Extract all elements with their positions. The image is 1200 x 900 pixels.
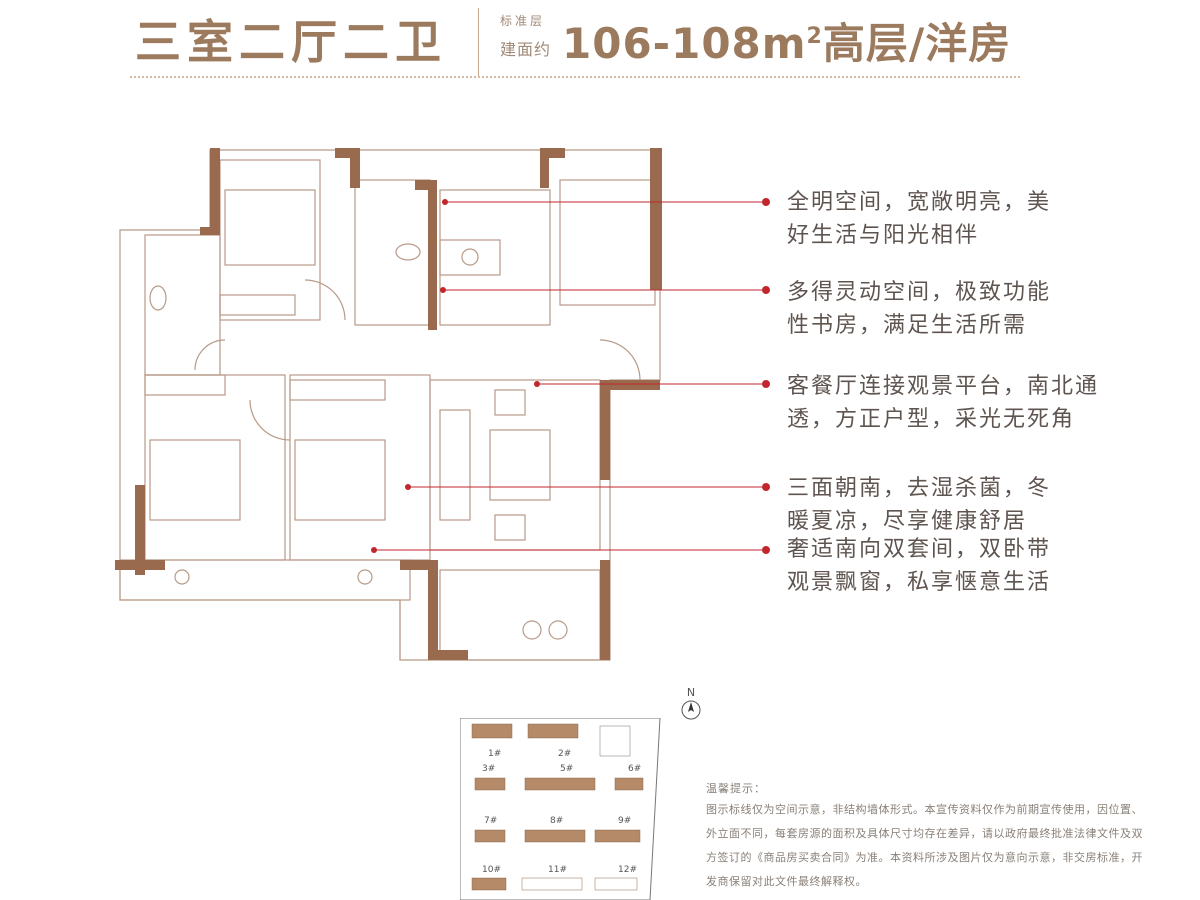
building-label: 5#	[560, 764, 573, 774]
note-2: 多得灵动空间，极致功能性书房，满足生活所需	[787, 280, 1052, 338]
compass-icon	[681, 700, 701, 720]
building-label: 6#	[628, 764, 641, 774]
building-label: 10#	[482, 865, 501, 875]
tips-title: 温馨提示：	[706, 782, 766, 795]
note-3: 客餐厅连接观景平台，南北通透，方正户型，采光无死角	[787, 374, 1100, 432]
area-value: 106-108m2高层/洋房	[562, 19, 1012, 68]
building-label: 12#	[618, 865, 637, 875]
header-dotted-rule	[130, 76, 1020, 78]
area-label: 建面约	[500, 40, 552, 59]
site-key-plan: 1# 2# 3# 5# 6# 7# 8# 9# 10# 11# 12#	[460, 718, 661, 900]
building-label: 7#	[484, 816, 497, 826]
header-divider	[478, 8, 479, 76]
floor-label: 标准层	[500, 14, 546, 28]
floor-plan	[115, 148, 662, 661]
building-label: 11#	[548, 865, 567, 875]
building-label: 2#	[558, 749, 571, 759]
building-label: 3#	[482, 764, 495, 774]
tips-body: 图示标线仅为空间示意，非结构墙体形式。本宣传资料仅作为前期宣传使用，因位置、外立…	[706, 803, 1143, 888]
compass-north-label: N	[686, 686, 696, 699]
compass: N	[680, 686, 702, 724]
building-label: 9#	[618, 816, 631, 826]
note-4: 三面朝南，去湿杀菌，冬暖夏凉，尽享健康舒居	[787, 476, 1052, 534]
note-1: 全明空间，宽敞明亮，美好生活与阳光相伴	[787, 190, 1052, 248]
plan-title: 三室二厅二卫	[135, 15, 447, 69]
building-label: 1#	[488, 749, 501, 759]
note-5: 奢适南向双套间，双卧带观景飘窗，私享惬意生活	[787, 537, 1052, 595]
building-label: 8#	[550, 816, 563, 826]
